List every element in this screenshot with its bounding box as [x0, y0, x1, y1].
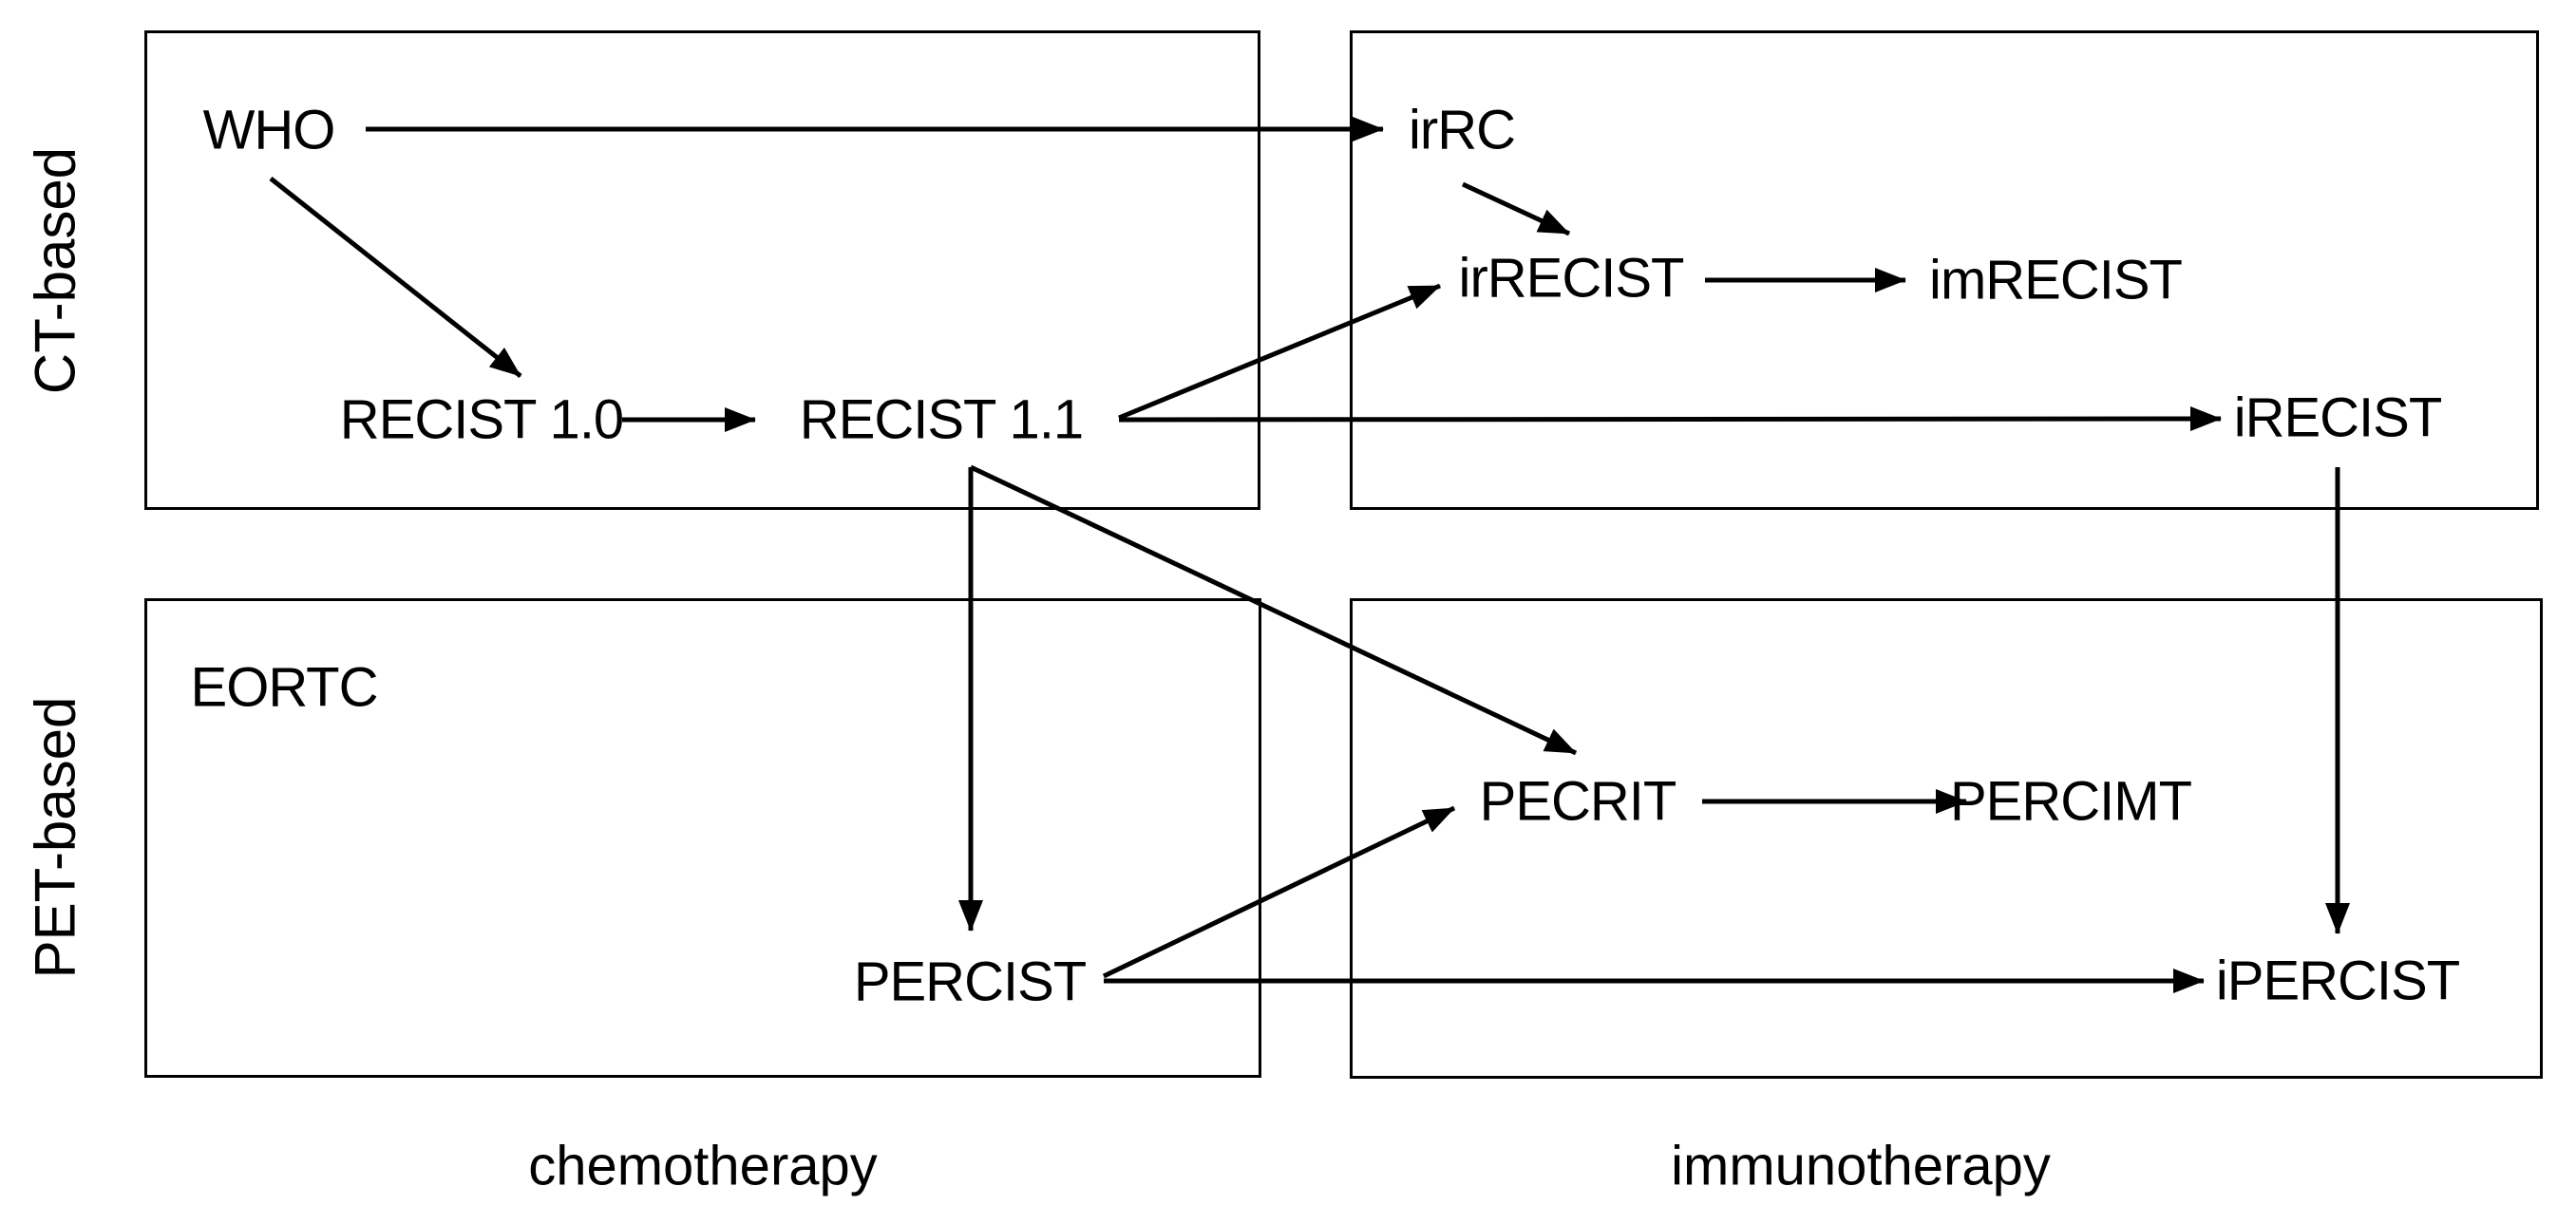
node-ipercist: iPERCIST — [2215, 950, 2460, 1012]
node-imrecist: imRECIST — [1929, 249, 2183, 311]
node-irrecist: irRECIST — [1458, 247, 1685, 310]
node-pecrit: PECRIT — [1479, 770, 1677, 833]
node-irrc: irRC — [1409, 99, 1516, 161]
node-percimt: PERCIMT — [1950, 770, 2192, 833]
node-eortc: EORTC — [190, 656, 379, 719]
column-label-chemotherapy: chemotherapy — [528, 1135, 878, 1197]
ct-immunotherapy-box — [1350, 30, 2539, 510]
node-recist10: RECIST 1.0 — [339, 388, 624, 451]
node-recist11: RECIST 1.1 — [799, 388, 1084, 451]
row-label-pet-based: PET-based — [23, 696, 87, 979]
column-label-immunotherapy: immunotherapy — [1671, 1135, 2051, 1197]
node-who: WHO — [202, 99, 336, 161]
node-percist: PERCIST — [853, 951, 1087, 1013]
node-irecist: iRECIST — [2233, 386, 2443, 449]
row-label-ct-based: CT-based — [23, 146, 87, 395]
ct-chemotherapy-box — [144, 30, 1260, 510]
